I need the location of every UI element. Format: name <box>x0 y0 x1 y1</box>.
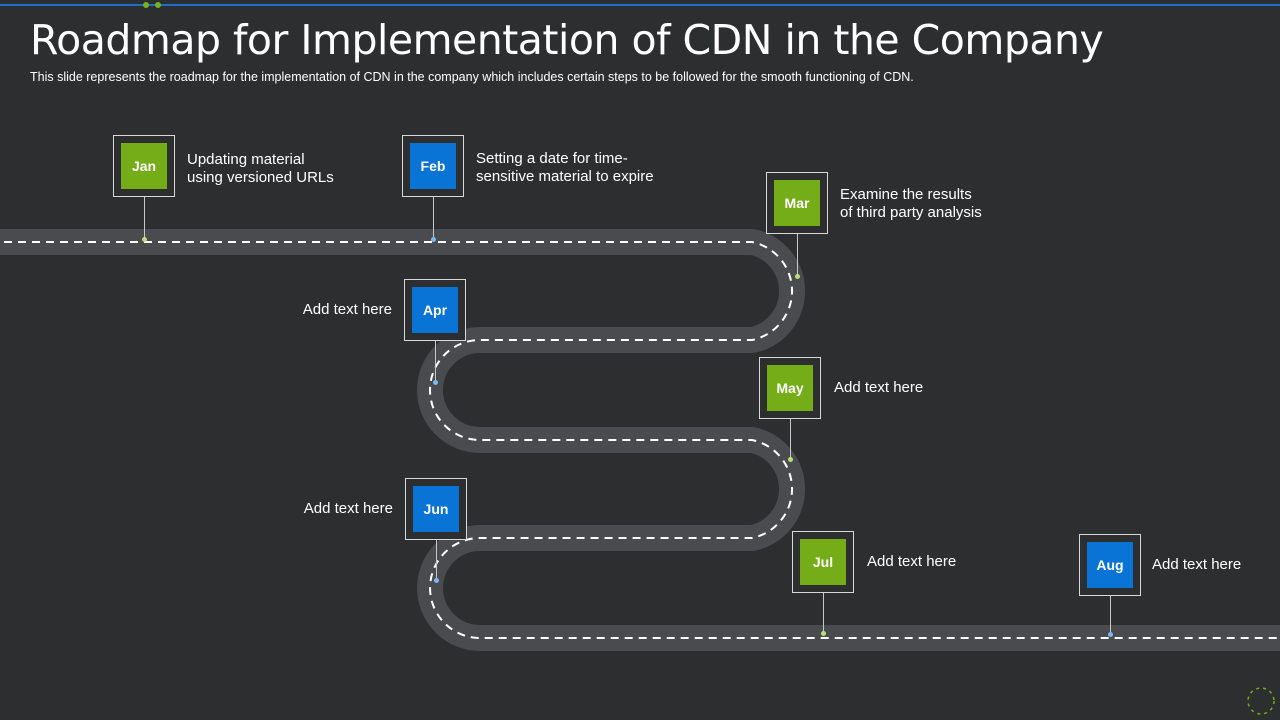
milestone-apr-text: Add text here <box>302 301 392 318</box>
top-accent-line <box>0 4 1280 6</box>
milestone-pin <box>142 237 147 242</box>
milestone-jul: Jul <box>792 531 854 593</box>
top-accent-dot <box>155 2 161 8</box>
milestone-jan-text: Updating material using versioned URLs <box>187 151 334 187</box>
month-badge-aug: Aug <box>1087 542 1133 588</box>
milestone-connector <box>1110 596 1111 633</box>
milestone-jun: Jun <box>405 478 467 540</box>
milestone-jul-text: Add text here <box>867 553 957 570</box>
milestone-pin <box>434 578 439 583</box>
milestone-jun-text: Add text here <box>303 500 393 517</box>
decorative-circle-icon <box>1247 687 1275 715</box>
month-badge-mar: Mar <box>774 180 820 226</box>
milestone-connector <box>436 540 437 580</box>
milestone-aug: Aug <box>1079 534 1141 596</box>
milestone-connector <box>797 234 798 276</box>
month-badge-jan: Jan <box>121 143 167 189</box>
month-badge-jul: Jul <box>800 539 846 585</box>
milestone-jan: Jan <box>113 135 175 197</box>
milestone-pin <box>431 237 436 242</box>
milestone-may: May <box>759 357 821 419</box>
milestone-may-text: Add text here <box>834 379 924 396</box>
top-accent-dot <box>143 2 149 8</box>
milestone-mar-text: Examine the results of third party analy… <box>840 186 982 222</box>
milestone-text-line: Examine the results <box>840 186 972 203</box>
milestone-apr: Apr <box>404 279 466 341</box>
milestone-pin <box>788 457 793 462</box>
milestone-pin <box>433 380 438 385</box>
milestone-text-line: Updating material <box>187 151 305 168</box>
milestone-pin <box>821 631 826 636</box>
milestone-connector <box>823 593 824 633</box>
road-center-dashes <box>0 241 1280 639</box>
slide-title: Roadmap for Implementation of CDN in the… <box>30 16 1104 64</box>
milestone-connector <box>433 197 434 239</box>
milestone-pin <box>1108 632 1113 637</box>
milestone-connector <box>790 418 791 460</box>
month-badge-feb: Feb <box>410 143 456 189</box>
milestone-text-line: of third party analysis <box>840 204 982 221</box>
month-badge-may: May <box>767 365 813 411</box>
month-badge-apr: Apr <box>412 287 458 333</box>
milestone-text-line: sensitive material to expire <box>476 168 654 185</box>
milestone-text-line: Setting a date for time- <box>476 150 628 167</box>
month-badge-jun: Jun <box>413 486 459 532</box>
milestone-pin <box>795 274 800 279</box>
milestone-feb: Feb <box>402 135 464 197</box>
milestone-text-line: using versioned URLs <box>187 169 334 186</box>
milestone-feb-text: Setting a date for time- sensitive mater… <box>476 150 654 186</box>
slide-subtitle: This slide represents the roadmap for th… <box>30 70 914 84</box>
milestone-aug-text: Add text here <box>1152 556 1242 573</box>
milestone-mar: Mar <box>766 172 828 234</box>
milestone-connector <box>144 197 145 239</box>
milestone-connector <box>435 340 436 382</box>
